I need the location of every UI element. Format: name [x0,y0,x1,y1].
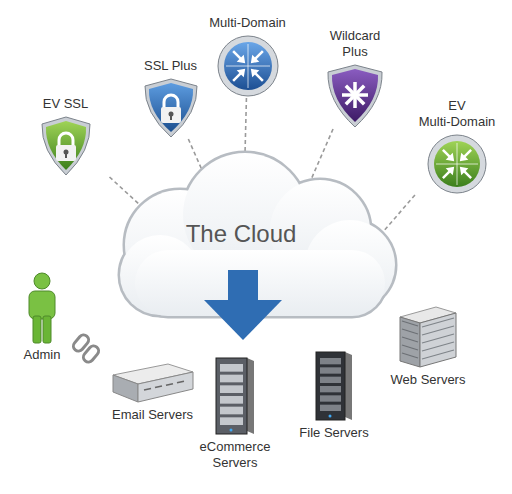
down-arrow [204,270,282,340]
node-label: Email Servers [112,407,193,423]
dashed-connector [310,129,333,182]
file-server-icon [315,350,353,422]
admin-figure: Admin [12,272,72,363]
dashed-connector [109,177,141,206]
admin-figure-icon [26,272,58,344]
file-server: File Servers [288,350,380,441]
multi-domain-badge-icon [216,34,280,98]
ev-multi-domain-badge: EV Multi-Domain [408,98,506,195]
cloud-title: The Cloud [186,220,297,248]
node-label: Admin [24,347,61,363]
dashed-connector [382,195,415,233]
web-server: Web Servers [372,305,484,388]
email-server-icon [112,362,194,404]
ecommerce-server: eCommerce Servers [190,356,280,471]
ev-ssl-badge-icon [40,115,92,177]
node-label: EV SSL [43,96,89,112]
node-label: eCommerce Servers [193,439,277,471]
node-label: Multi-Domain [209,15,286,31]
cloud-shape: The Cloud [105,150,405,320]
ev-multi-domain-badge-icon [426,133,488,195]
web-server-icon [398,305,458,369]
chain-link-icon [71,333,100,364]
node-label: Web Servers [391,372,466,388]
node-label: File Servers [299,425,368,441]
ev-ssl-badge: EV SSL [18,96,113,177]
email-server: Email Servers [100,362,205,423]
dashed-connector [188,139,202,170]
wildcard-plus-badge: Wildcard Plus [305,28,405,129]
dashed-connector [245,98,246,154]
ssl-plus-badge-icon [143,77,199,139]
wildcard-plus-badge-icon [326,63,384,129]
multi-domain-badge: Multi-Domain [195,15,300,98]
node-label: Wildcard Plus [320,28,390,60]
node-label: EV Multi-Domain [415,98,499,130]
ssl-plus-badge: SSL Plus [123,58,218,139]
ecommerce-server-icon [215,356,255,436]
node-label: SSL Plus [144,58,197,74]
